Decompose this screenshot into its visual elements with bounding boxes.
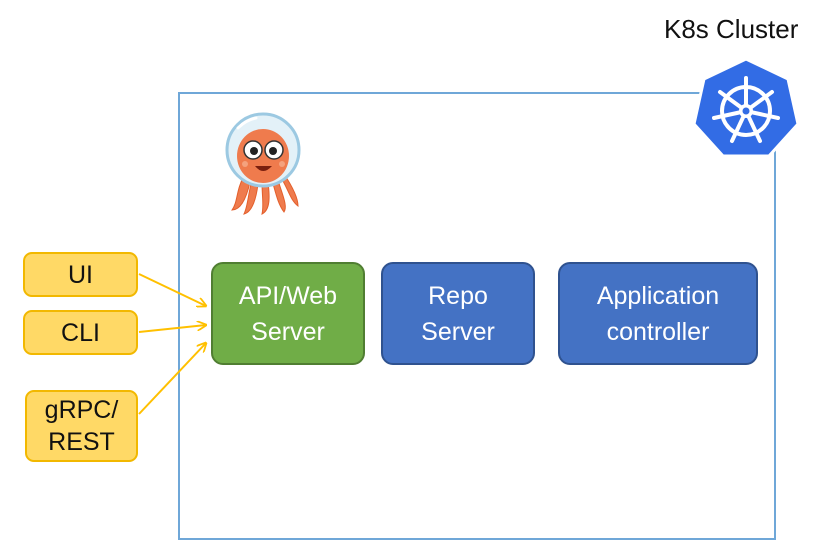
client-grpc-label-line2: REST bbox=[48, 428, 115, 456]
client-ui-box: UI bbox=[23, 252, 138, 297]
api-web-server-box: API/Web Server bbox=[211, 262, 365, 365]
client-cli-box: CLI bbox=[23, 310, 138, 355]
application-controller-label-line2: controller bbox=[606, 317, 710, 346]
application-controller-box: Application controller bbox=[558, 262, 758, 365]
argo-octopus-mascot-icon bbox=[225, 112, 301, 215]
repo-server-label-line2: Server bbox=[421, 317, 495, 346]
kubernetes-wheel-icon bbox=[692, 57, 800, 158]
client-grpc-label-line1: gRPC/ bbox=[44, 396, 119, 424]
api-web-server-label-line2: Server bbox=[251, 317, 325, 346]
repo-server-box: Repo Server bbox=[381, 262, 535, 365]
application-controller-label-line1: Application bbox=[596, 281, 720, 310]
k8s-cluster-boundary bbox=[178, 92, 776, 540]
api-web-server-label-line1: API/Web bbox=[238, 281, 338, 310]
cluster-title: K8s Cluster bbox=[664, 14, 799, 44]
client-cli-label: CLI bbox=[61, 318, 100, 347]
repo-server-label-line1: Repo bbox=[428, 281, 488, 310]
client-ui-label: UI bbox=[68, 260, 93, 289]
client-grpc-rest-box: gRPC/ REST bbox=[25, 390, 138, 462]
